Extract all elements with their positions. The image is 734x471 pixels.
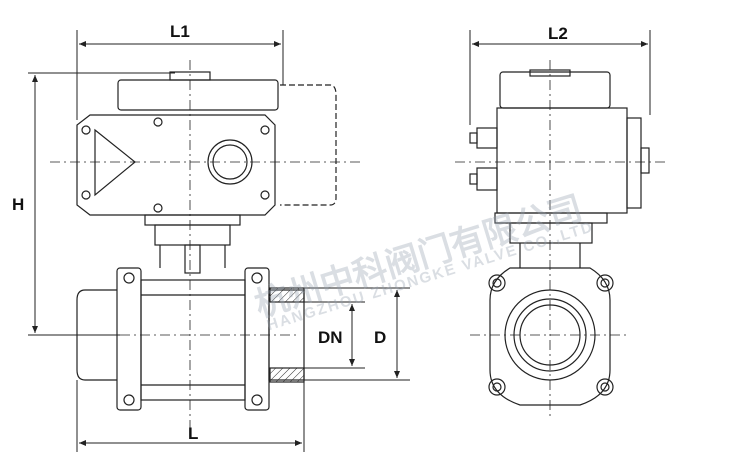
dimension-d-label: D bbox=[374, 328, 387, 347]
dimension-l1-label: L1 bbox=[170, 22, 190, 41]
dimension-l-label: L bbox=[188, 424, 199, 443]
side-view bbox=[469, 69, 650, 406]
dimension-lines bbox=[28, 30, 651, 452]
front-view bbox=[76, 71, 337, 411]
dimension-dn-label: DN bbox=[318, 328, 343, 347]
dimension-h-label: H bbox=[12, 195, 25, 214]
dimension-l2-label: L2 bbox=[548, 24, 568, 43]
